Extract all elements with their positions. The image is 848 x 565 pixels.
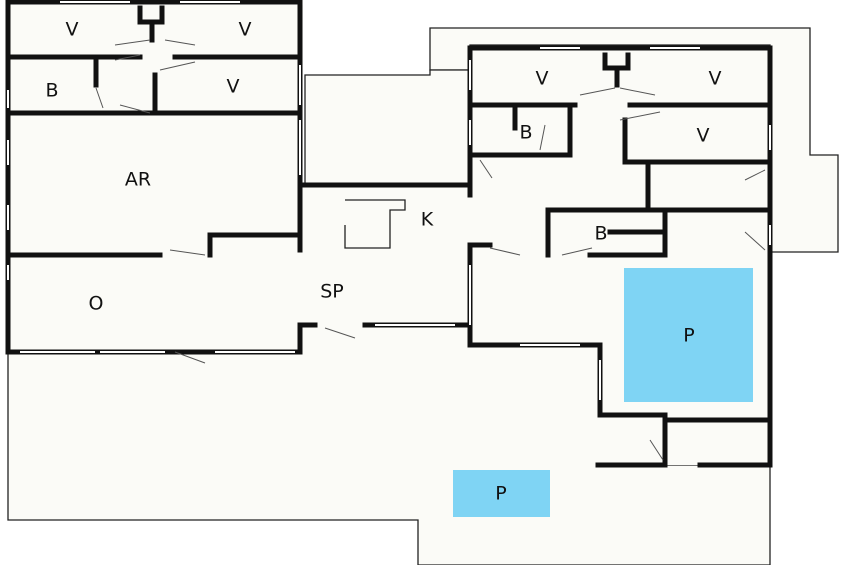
door bbox=[744, 231, 766, 251]
floor-areas bbox=[8, 5, 770, 465]
door bbox=[95, 87, 104, 109]
pool-large bbox=[624, 268, 753, 402]
door bbox=[539, 124, 546, 151]
room-label-utility: AR bbox=[125, 169, 151, 191]
room-label-pool-2: P bbox=[495, 483, 506, 505]
door bbox=[619, 111, 661, 121]
room-label-bedroom-2: V bbox=[239, 19, 252, 41]
room-label-bedroom-1: V bbox=[66, 19, 79, 41]
center-floor bbox=[300, 185, 475, 325]
room-label-bedroom-4: V bbox=[536, 68, 549, 90]
door bbox=[159, 61, 196, 71]
left-wing-floor bbox=[8, 5, 303, 350]
door bbox=[114, 54, 141, 61]
door bbox=[174, 351, 206, 364]
door bbox=[119, 104, 151, 114]
door bbox=[479, 159, 493, 179]
door bbox=[619, 87, 656, 96]
door bbox=[561, 247, 593, 256]
door bbox=[579, 87, 616, 96]
room-label-living: SP bbox=[320, 281, 344, 303]
room-label-kitchen: K bbox=[421, 209, 434, 231]
room-label-bath-2: B bbox=[519, 122, 532, 144]
mid-terrace bbox=[304, 69, 471, 186]
door bbox=[324, 327, 356, 339]
kitchen-counter bbox=[344, 199, 406, 249]
walls bbox=[5, 0, 773, 468]
pool-small bbox=[453, 470, 550, 517]
room-label-bath-3: B bbox=[594, 223, 607, 245]
room-label-bedroom-5: V bbox=[709, 68, 722, 90]
door bbox=[169, 249, 206, 256]
door bbox=[649, 439, 664, 461]
door bbox=[744, 169, 766, 181]
door-swings bbox=[95, 39, 766, 461]
door bbox=[114, 39, 151, 46]
room-label-bath-1: B bbox=[45, 80, 58, 102]
door bbox=[489, 247, 521, 256]
windows bbox=[7, 1, 771, 400]
room-label-bedroom-6: V bbox=[697, 125, 710, 147]
room-label-bedroom-3: V bbox=[227, 76, 240, 98]
door bbox=[164, 39, 196, 46]
room-label-pool-1: P bbox=[683, 325, 694, 347]
room-label-office: O bbox=[89, 293, 104, 315]
